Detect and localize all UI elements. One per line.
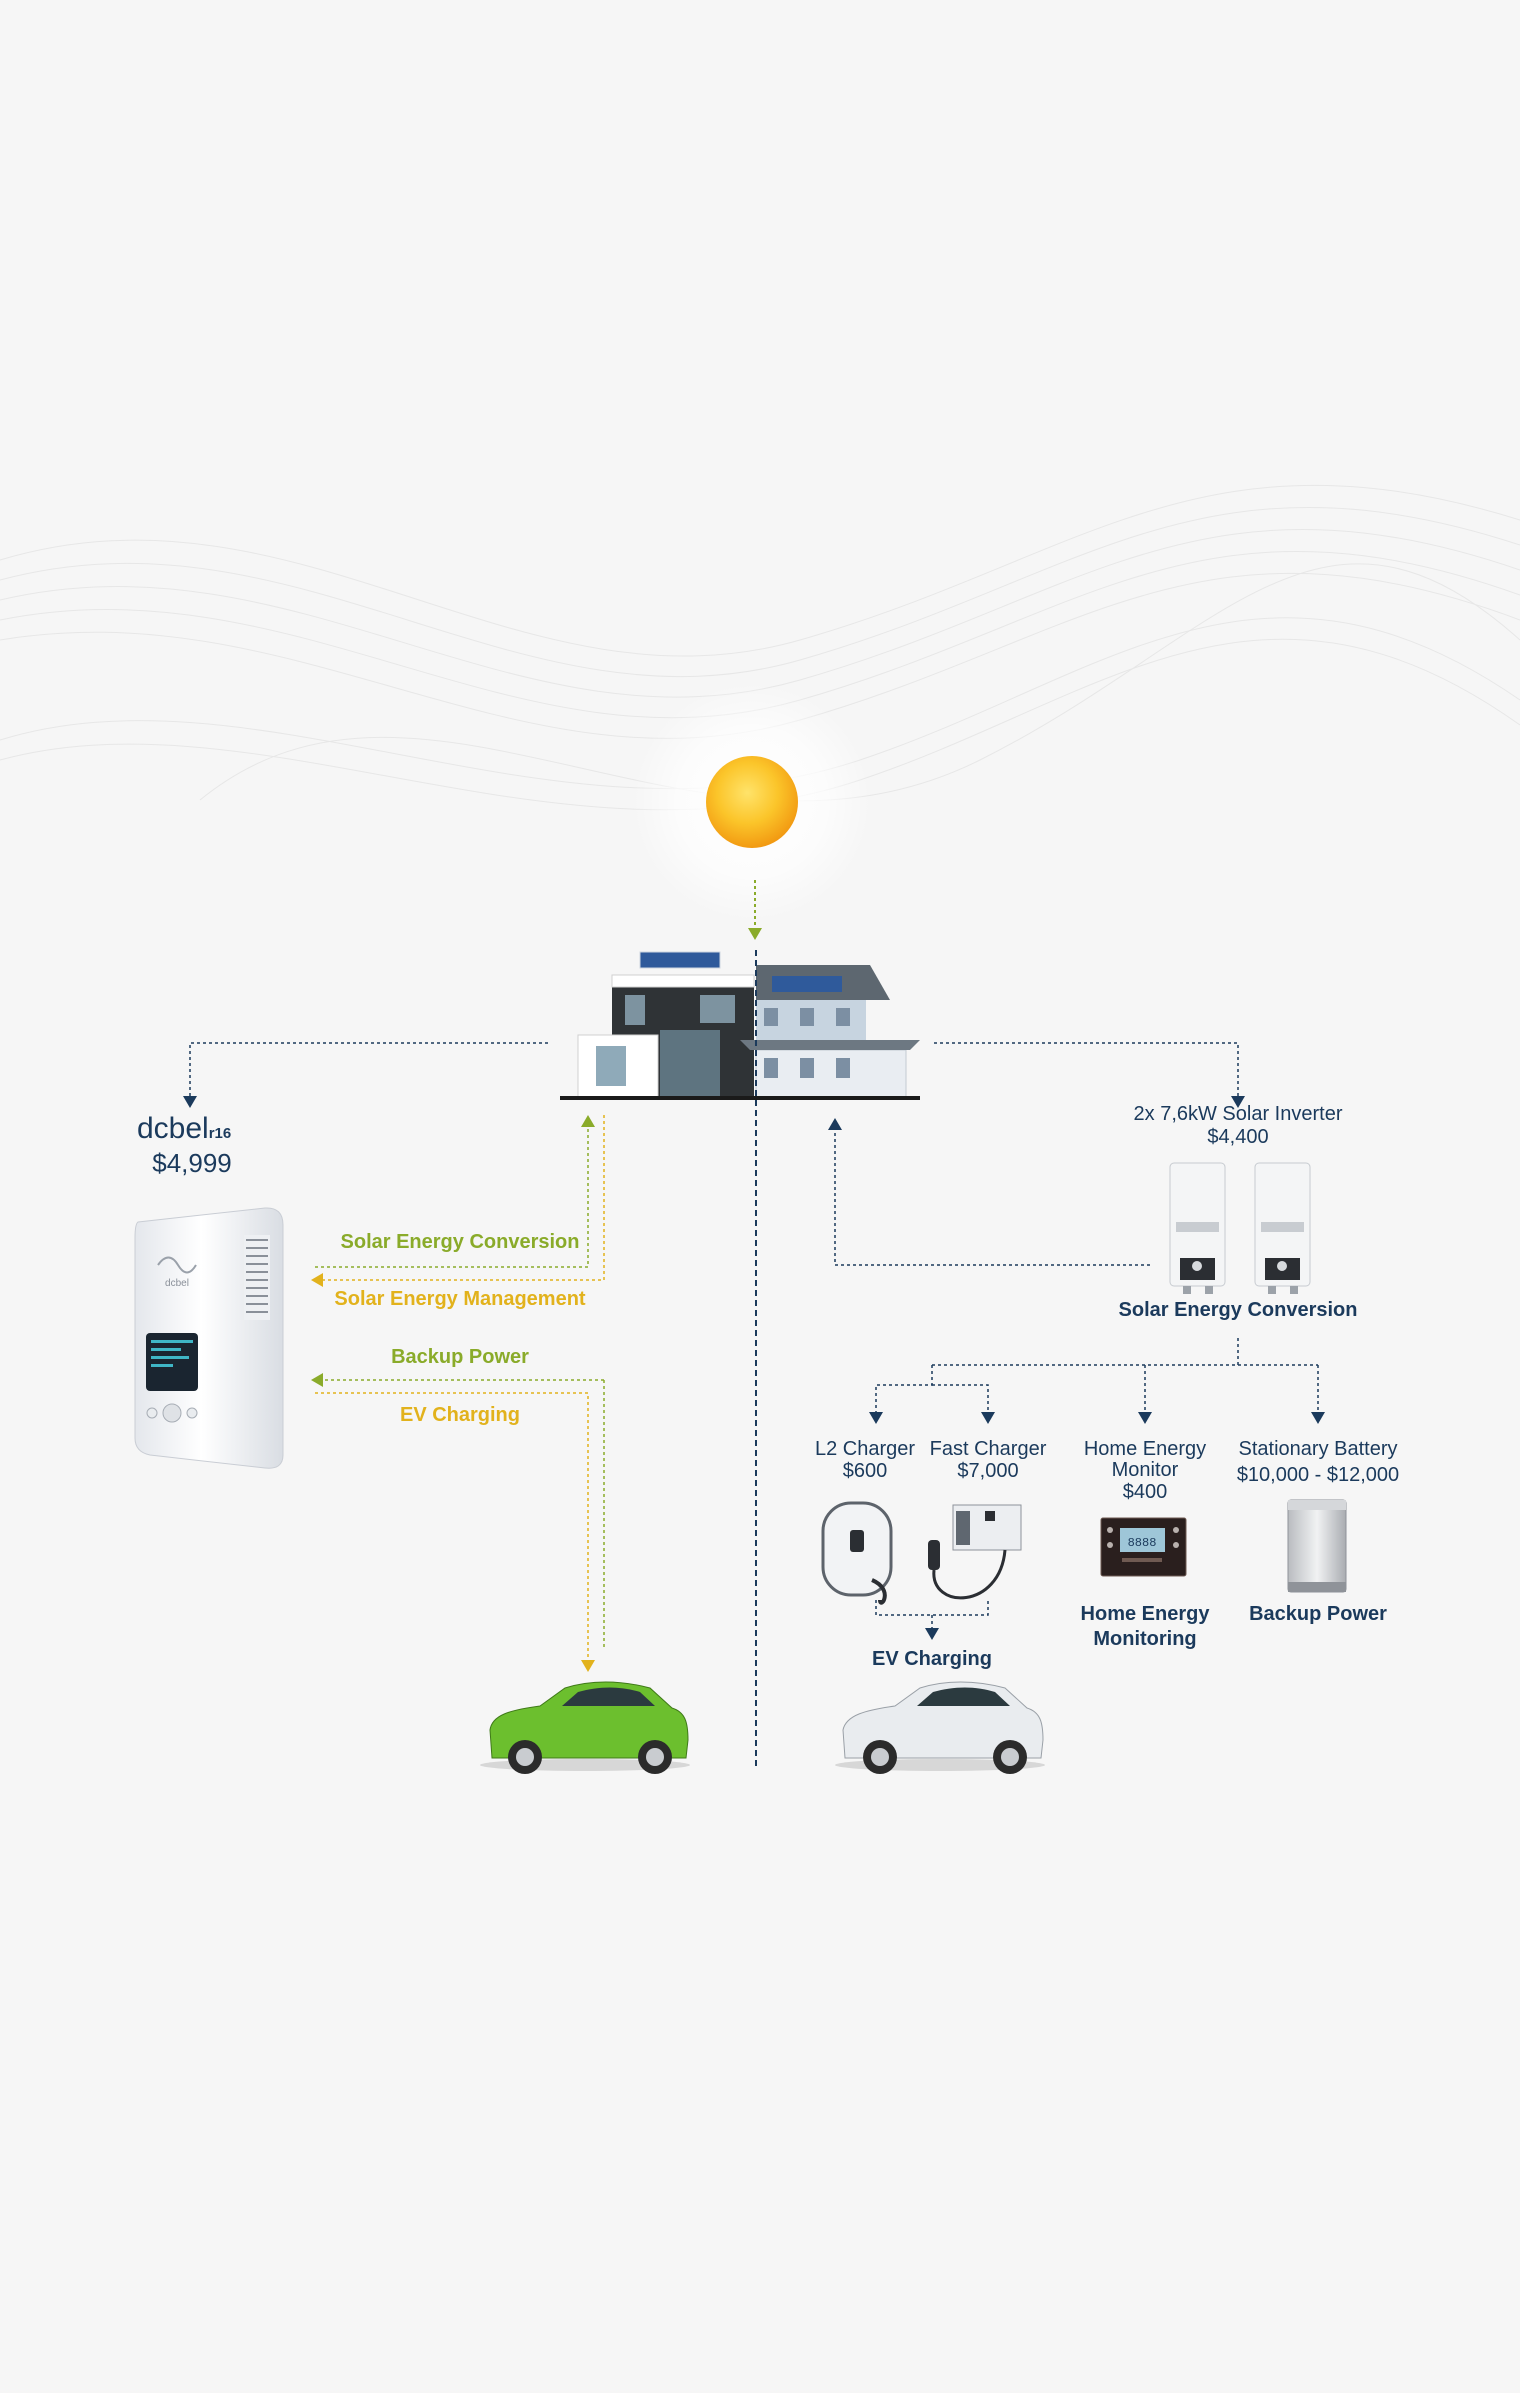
battery-caption: Backup Power	[1249, 1603, 1387, 1625]
svg-text:dcbel: dcbel	[165, 1278, 189, 1289]
battery-icon	[1287, 1499, 1347, 1593]
l2-charger-price: $600	[842, 1460, 888, 1482]
solar-inverter-icon	[1169, 1162, 1311, 1294]
inverter-name: 2x 7,6kW Solar Inverter	[1133, 1103, 1343, 1125]
energy-monitor-icon: 8888	[1100, 1517, 1187, 1577]
svg-text:8888: 8888	[1128, 1536, 1157, 1550]
fast-charger-price: $7,000	[957, 1460, 1019, 1482]
dcbel-price: $4,999	[152, 1148, 232, 1178]
house-icon	[560, 951, 920, 1100]
dcbel-device-icon: dcbel	[134, 1207, 284, 1469]
fast-charger-name: Fast Charger	[929, 1438, 1047, 1460]
fast-charger-icon	[928, 1504, 1022, 1600]
monitor-price: $400	[1122, 1481, 1168, 1503]
monitor-name-line2: Monitor	[1111, 1459, 1179, 1481]
l2-charger-name: L2 Charger	[814, 1438, 916, 1460]
green-car-icon	[480, 1681, 690, 1774]
sun-icon	[632, 682, 872, 922]
l2-charger-icon	[821, 1501, 893, 1605]
flow-backup-power: Backup Power	[391, 1346, 529, 1368]
white-car-icon	[835, 1681, 1045, 1774]
dcbel-model: r16	[208, 1125, 232, 1142]
ev-charging-caption: EV Charging	[871, 1648, 992, 1670]
monitor-name-line1: Home Energy	[1083, 1438, 1207, 1460]
inverter-caption: Solar Energy Conversion	[1118, 1299, 1358, 1321]
inverter-price: $4,400	[1207, 1126, 1269, 1148]
flow-ev-charging: EV Charging	[399, 1404, 520, 1426]
dcbel-brand: dcbelr16	[137, 1112, 232, 1145]
monitor-caption-line1: Home Energy	[1080, 1603, 1210, 1625]
flow-solar-conversion: Solar Energy Conversion	[340, 1231, 580, 1253]
monitor-caption-line2: Monitoring	[1093, 1628, 1197, 1650]
battery-name: Stationary Battery	[1238, 1438, 1398, 1460]
battery-price: $10,000 - $12,000	[1236, 1464, 1400, 1486]
flow-solar-management: Solar Energy Management	[334, 1288, 586, 1310]
